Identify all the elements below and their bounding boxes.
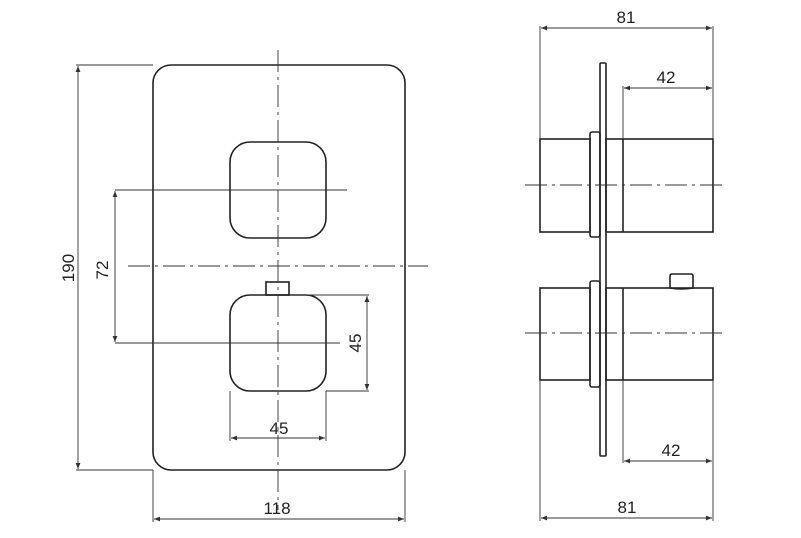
side-cover-plate bbox=[599, 62, 607, 457]
upper-knob-side bbox=[605, 138, 714, 233]
bottom-knob-depth-dimension-label: 42 bbox=[662, 441, 681, 460]
knob-width-dimension-label: 45 bbox=[270, 419, 289, 438]
center-distance-dimension-label: 72 bbox=[93, 261, 112, 280]
knob-height-dimension-label: 45 bbox=[346, 334, 365, 353]
upper-body-rear bbox=[539, 138, 591, 233]
side-view: 81 42 42 81 bbox=[525, 8, 725, 521]
lower-flange bbox=[589, 280, 601, 388]
height-dimension-label: 190 bbox=[59, 254, 78, 282]
top-total-depth-dimension-label: 81 bbox=[617, 8, 636, 27]
bottom-total-depth-dimension-label: 81 bbox=[618, 498, 637, 517]
lower-body-rear bbox=[539, 287, 591, 381]
lower-knob-button bbox=[265, 281, 290, 296]
top-knob-depth-dimension-label: 42 bbox=[657, 68, 676, 87]
upper-flange bbox=[589, 131, 601, 238]
cover-plate bbox=[152, 64, 406, 471]
front-view: 190 72 45 45 118 bbox=[59, 50, 428, 522]
lower-knob-side bbox=[605, 287, 714, 381]
lower-knob-button-side bbox=[669, 273, 694, 290]
plate-width-dimension-label: 118 bbox=[263, 499, 290, 518]
